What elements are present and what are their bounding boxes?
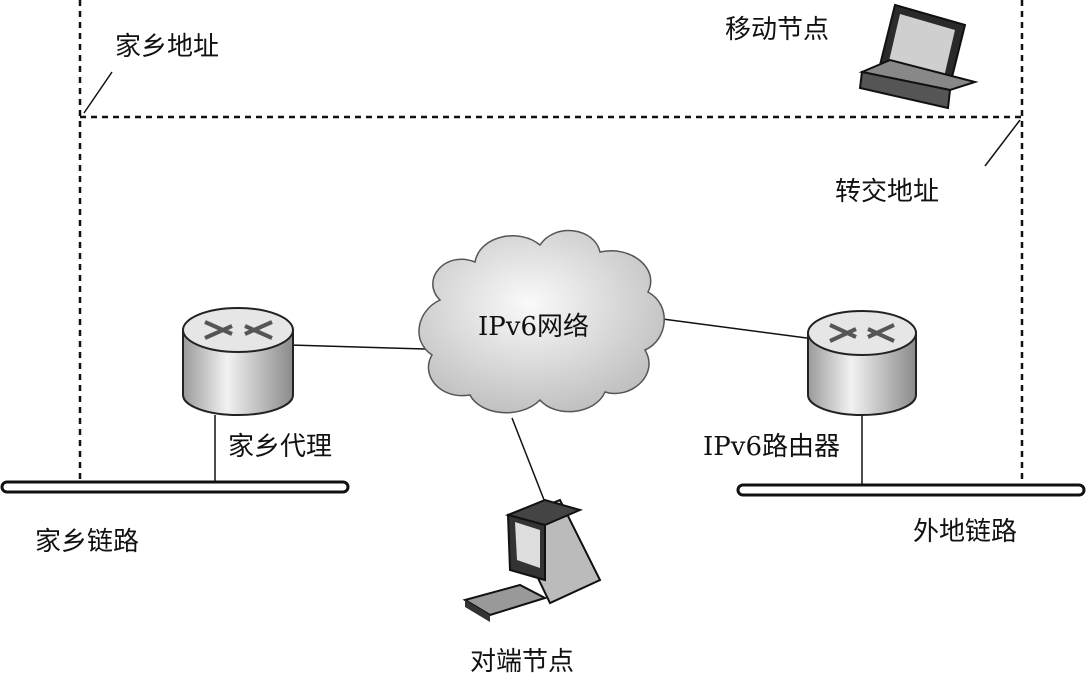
home-agent-router-icon: [182, 307, 294, 416]
desktop-computer-icon: [462, 498, 602, 622]
home-address-label: 家乡地址: [115, 32, 219, 62]
ipv6-router-icon: [807, 310, 917, 416]
network-label: IPv6网络: [478, 312, 589, 342]
mobile-node-label: 移动节点: [725, 15, 829, 45]
address-boundary: [78, 0, 1024, 488]
care-of-address-leader: [984, 119, 1021, 167]
home-link-label: 家乡链路: [35, 527, 139, 557]
router-label: IPv6路由器: [703, 432, 840, 462]
home-agent-label: 家乡代理: [228, 432, 332, 462]
correspondent-node-label: 对端节点: [470, 647, 574, 676]
home-link-bus: [0, 480, 350, 494]
home-address-leader: [83, 71, 113, 114]
laptop-icon: [858, 3, 979, 110]
connections: [214, 317, 863, 511]
ipv6-network-cloud: [418, 229, 665, 414]
care-of-address-label: 转交地址: [835, 177, 939, 207]
foreign-link-label: 外地链路: [913, 517, 1017, 547]
foreign-link-bus: [736, 483, 1086, 497]
